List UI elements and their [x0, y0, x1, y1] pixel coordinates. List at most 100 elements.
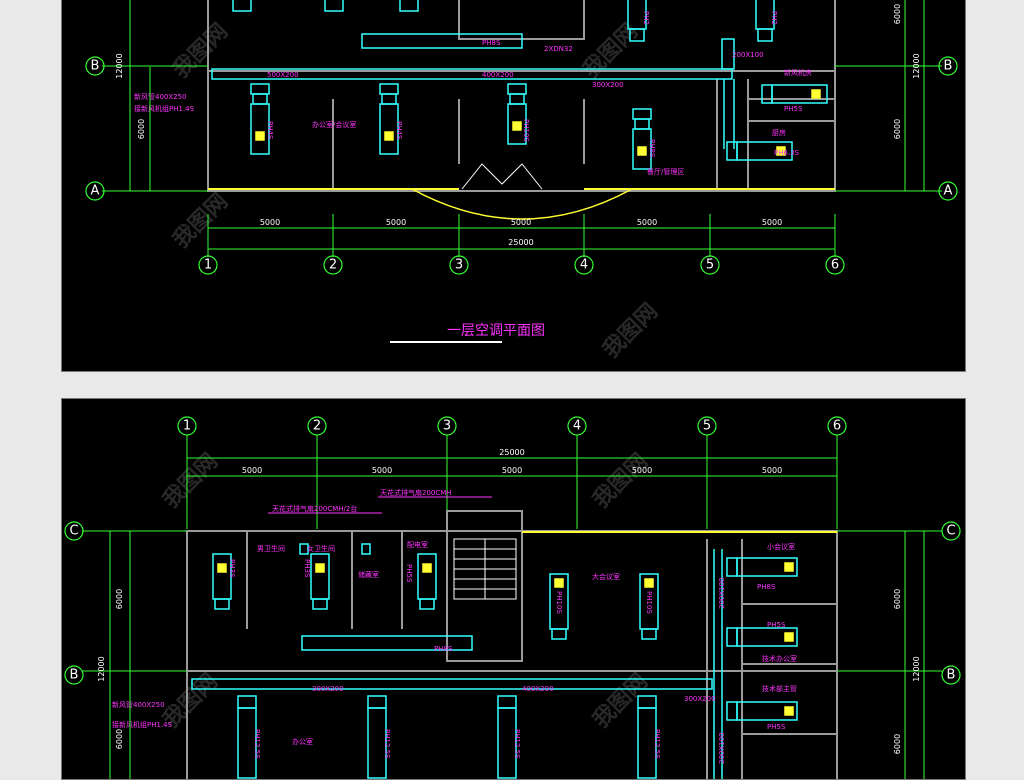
- right-dimensions: [837, 530, 942, 779]
- unit-label: PH12.5S: [253, 729, 261, 759]
- side-dim-lower: 6000: [893, 734, 902, 754]
- grid-row-label: B: [947, 668, 956, 683]
- side-dim-upper: 6000: [893, 589, 902, 609]
- unit-label: PH3S: [228, 559, 236, 578]
- unit-label: PH5S: [405, 564, 413, 583]
- duct-label: 500X200: [267, 71, 299, 79]
- span-dim: 5000: [386, 218, 406, 227]
- floor-plan-1: 我图网 我图网 我图网 我图网: [61, 0, 966, 372]
- ac-units: [232, 0, 828, 170]
- unit-label: PH2: [770, 11, 778, 25]
- unit-label: PH10S: [555, 591, 563, 614]
- walls: [186, 510, 838, 779]
- ac-units: [212, 553, 798, 779]
- left-dimensions: [102, 0, 208, 192]
- unit-label: PH8S: [434, 645, 453, 653]
- callouts: 天花式排气扇200CMH/2台 天花式排气扇200CMH: [268, 488, 492, 514]
- unit-label: PH12.5S: [513, 729, 521, 759]
- grid-col-label: 5: [706, 258, 714, 273]
- side-dim-total: 12000: [912, 53, 921, 78]
- duct-label: 300X200: [684, 695, 716, 703]
- grid-row-label: B: [70, 668, 79, 683]
- unit-label: PH10S: [645, 591, 653, 614]
- span-dim: 5000: [242, 466, 262, 475]
- right-dimensions: [835, 0, 942, 192]
- watermark: 我图网: [169, 19, 233, 83]
- span-dim: 5000: [762, 466, 782, 475]
- grid-col-label: 6: [831, 258, 839, 273]
- grid-col-label: 6: [833, 419, 841, 434]
- room-label: 小会议室: [767, 542, 795, 551]
- unit-label: PH5S: [767, 621, 786, 629]
- grid-row-label: A: [944, 184, 953, 199]
- grid-col-label: 5: [703, 419, 711, 434]
- room-label: 配电室: [407, 540, 428, 549]
- grid-col-label: 1: [204, 258, 212, 273]
- unit-label: PH12.5S: [383, 729, 391, 759]
- drawing-title: 一层空调平面图: [447, 323, 545, 339]
- notes: 新风管400X250 接新风机组PH1.4S: [134, 92, 195, 113]
- duct-label: 200X100: [732, 51, 764, 59]
- unit-label: PH3S: [303, 559, 311, 578]
- unit-label: PH5S: [784, 105, 803, 113]
- unit-label: PH8S: [757, 583, 776, 591]
- note: 新风管400X250: [134, 92, 187, 101]
- exhaust-callout: 天花式排气扇200CMH/2台: [272, 504, 357, 513]
- room-label: 厨房: [772, 128, 786, 137]
- grid-col-label: 2: [329, 258, 337, 273]
- span-dim: 5000: [762, 218, 782, 227]
- main-duct: [211, 33, 735, 149]
- floor-plan-2: 我图网 我图网 我图网 我图网 1 2 3 4 5 6 25000 5000 5…: [61, 398, 966, 780]
- unit-label: PH4S: [266, 121, 274, 140]
- room-label: 技术办公室: [762, 654, 797, 663]
- exhaust-callout: 天花式排气扇200CMH: [380, 488, 452, 497]
- bottom-dimensions: [207, 214, 836, 257]
- room-label: 技术部主管: [762, 684, 797, 693]
- span-dim: 5000: [502, 466, 522, 475]
- duct-label: 400X200: [522, 685, 554, 693]
- grid-col-bubbles: [198, 255, 845, 275]
- duct-labels: 300X200 400X200 300X200 200X100 200X100: [312, 577, 726, 764]
- unit-labels: PH8S PH2 PH2 PH4S PH4S PH10S PH8S PH5S P…: [266, 11, 803, 158]
- notes: 新风管400X250 接新风机组PH1.4S: [112, 700, 173, 729]
- grid-row-bubbles: [85, 56, 958, 201]
- span-dim: 5000: [637, 218, 657, 227]
- total-dim: 25000: [499, 448, 524, 457]
- duct-label: 300X200: [592, 81, 624, 89]
- unit-label: PH5S: [767, 723, 786, 731]
- grid-col-label: 2: [313, 419, 321, 434]
- floor-plan-1-drawing: 我图网 我图网 我图网 我图网: [85, 0, 958, 363]
- grid-col-label: 1: [183, 419, 191, 434]
- duct-label: 400X200: [482, 71, 514, 79]
- grid-col-label: 3: [455, 258, 463, 273]
- floor-plan-2-drawing: 我图网 我图网 我图网 我图网 1 2 3 4 5 6 25000 5000 5…: [64, 416, 961, 779]
- watermark: 我图网: [169, 189, 233, 253]
- pipe-label: 2XDN32: [544, 45, 573, 53]
- entrance-canopy: [411, 188, 633, 220]
- side-dim-upper: 6000: [115, 589, 124, 609]
- span-dim: 5000: [260, 218, 280, 227]
- room-labels: 男卫生间 女卫生间 储藏室 配电室 大会议室 小会议室 技术办公室 技术部主管 …: [257, 540, 797, 746]
- watermark: 我图网: [159, 449, 223, 513]
- grid-row-label: C: [946, 524, 955, 539]
- left-dimensions: [82, 530, 187, 779]
- span-dim: 5000: [511, 218, 531, 227]
- side-dim-upper: 6000: [893, 4, 902, 24]
- grid-row-label: B: [944, 59, 953, 74]
- room-label: 大会议室: [592, 572, 620, 581]
- grid-row-label: C: [69, 524, 78, 539]
- room-label: 男卫生间: [257, 544, 285, 553]
- stairs: [453, 538, 517, 600]
- unit-label: PH2: [642, 11, 650, 25]
- duct-label: 300X200: [312, 685, 344, 693]
- span-dim: 5000: [632, 466, 652, 475]
- grid-col-label: 4: [573, 419, 581, 434]
- unit-label: PH10S: [522, 119, 530, 142]
- unit-labels: PH3S PH3S PH5S PH10S PH10S PH8S PH8S PH5…: [228, 559, 786, 759]
- note: 接新风机组PH1.4S: [112, 720, 173, 729]
- span-dim: 5000: [372, 466, 392, 475]
- side-dim-lower: 6000: [115, 729, 124, 749]
- side-dim-lower: 6000: [893, 119, 902, 139]
- room-labels: 办公室/会议室 餐厅/管理区 新风机房 厨房: [312, 68, 812, 176]
- unit-label: PH8S: [648, 139, 656, 158]
